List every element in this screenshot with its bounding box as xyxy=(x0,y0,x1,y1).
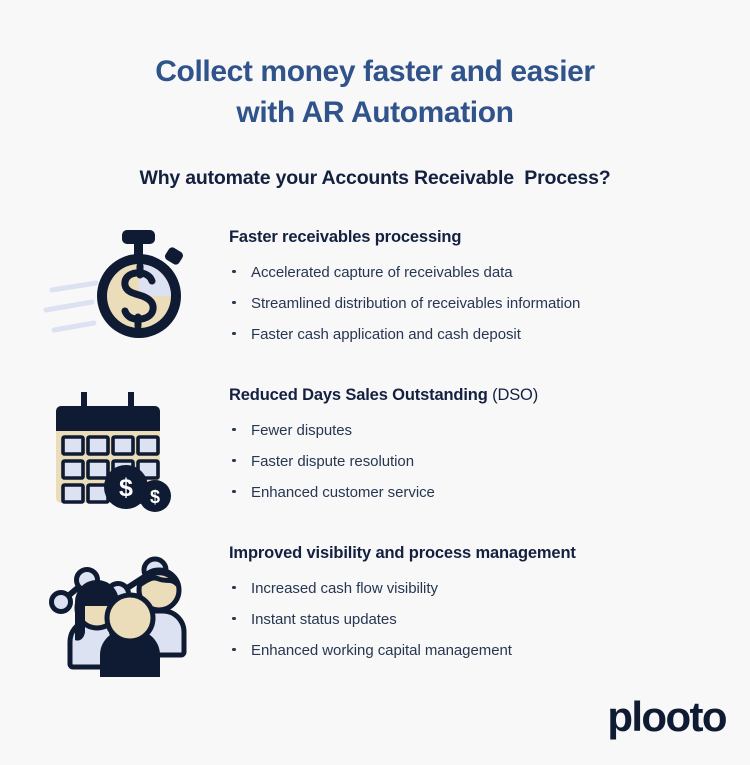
benefit-heading-3: Improved visibility and process manageme… xyxy=(229,544,576,562)
bullet-dot-icon xyxy=(232,585,236,590)
stopwatch-dollar-icon xyxy=(42,228,202,363)
benefit-section-2: $ $ Reduced Days Sales Outstanding (DSO)… xyxy=(0,386,750,526)
bullet-dot-icon xyxy=(232,489,236,494)
list-item: Accelerated capture of receivables data xyxy=(229,264,729,282)
list-item: Instant status updates xyxy=(229,611,729,629)
benefit-heading-1: Faster receivables processing xyxy=(229,228,462,246)
benefit-bullets-3: Increased cash flow visibility Instant s… xyxy=(229,580,729,660)
benefit-bullets-2: Fewer disputes Faster dispute resolution… xyxy=(229,422,729,502)
people-linechart-icon xyxy=(42,544,202,679)
bullet-dot-icon xyxy=(232,300,236,305)
plooto-logo: plooto xyxy=(607,693,727,740)
bullet-dot-icon xyxy=(232,647,236,652)
bullet-dot-icon xyxy=(232,458,236,463)
list-item: Enhanced customer service xyxy=(229,484,729,502)
page-title-line-1: Collect money faster and easier xyxy=(155,55,595,88)
list-item: Faster cash application and cash deposit xyxy=(229,326,729,344)
benefit-section-1: Faster receivables processing Accelerate… xyxy=(0,228,750,368)
benefit-text-2: Reduced Days Sales Outstanding (DSO) Few… xyxy=(229,386,729,515)
benefit-heading-2: Reduced Days Sales Outstanding (DSO) xyxy=(229,386,539,404)
benefit-section-3: Improved visibility and process manageme… xyxy=(0,544,750,684)
bullet-dot-icon xyxy=(232,616,236,621)
calendar-coins-icon: $ $ xyxy=(42,386,202,521)
bullet-dot-icon xyxy=(232,331,236,336)
page-title-line-2: with AR Automation xyxy=(236,95,514,129)
list-item: Streamlined distribution of receivables … xyxy=(229,295,729,313)
page-subtitle: Why automate your Accounts Receivable Pr… xyxy=(139,167,611,189)
page-title: Collect money faster and easier with AR … xyxy=(0,52,750,134)
list-item: Increased cash flow visibility xyxy=(229,580,729,598)
list-item: Fewer disputes xyxy=(229,422,729,440)
bullet-dot-icon xyxy=(232,269,236,274)
benefit-bullets-1: Accelerated capture of receivables data … xyxy=(229,264,729,344)
benefit-text-3: Improved visibility and process manageme… xyxy=(229,544,729,673)
list-item: Enhanced working capital management xyxy=(229,642,729,660)
svg-text:$: $ xyxy=(119,474,133,502)
svg-text:$: $ xyxy=(150,487,160,507)
benefit-text-1: Faster receivables processing Accelerate… xyxy=(229,228,729,357)
list-item: Faster dispute resolution xyxy=(229,453,729,471)
bullet-dot-icon xyxy=(232,427,236,432)
